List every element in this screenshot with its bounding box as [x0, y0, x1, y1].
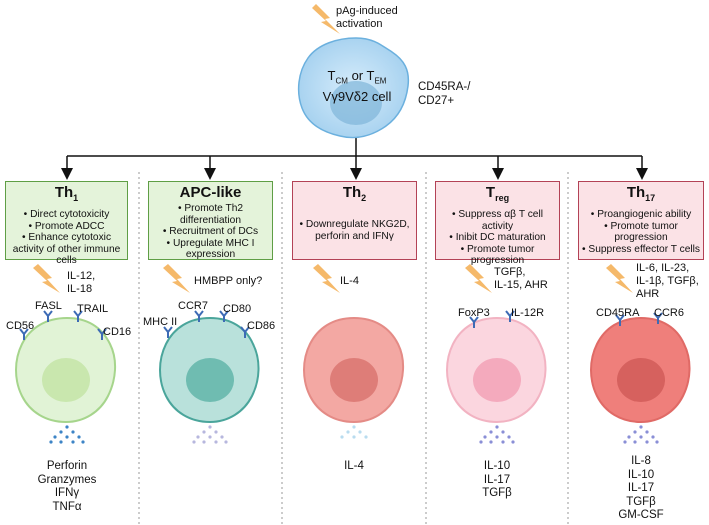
th17-cytokines: IL-6, IL-23,IL-1β, TGFβ,AHR	[636, 262, 699, 300]
branch-arrows	[61, 137, 648, 180]
receptor-label-cd45ra: CD45RA	[596, 307, 640, 319]
list-item: Direct cytotoxicity	[9, 209, 124, 221]
th1-cytokines: IL-12,IL-18	[67, 270, 96, 295]
receptor-icon	[240, 326, 250, 338]
apc-functions: Promote Th2 differentiation Recruitment …	[149, 203, 272, 261]
th17-box: Th17 Proangiogenic ability Promote tumor…	[578, 181, 704, 260]
list-item: Promote ADCC	[9, 221, 124, 233]
treg-secretion-dots	[479, 425, 515, 444]
treg-title: Treg	[485, 184, 510, 203]
list-item: Inibit DC maturation	[439, 232, 556, 244]
th2-outputs: IL-4	[344, 460, 364, 472]
receptor-label-cd56: CD56	[6, 320, 35, 332]
treg-lightning-icon	[465, 264, 492, 293]
th2-cytokines: IL-4	[340, 275, 359, 287]
th1-title: Th1	[54, 184, 79, 203]
th17-title: Th17	[626, 184, 656, 203]
list-item: Suppress effector T cells	[582, 244, 700, 256]
apc-cell	[159, 316, 260, 424]
th2-functions: Downregulate NKG2D, perforin and IFNγ	[293, 219, 416, 242]
top-cell-markers: CD45RA-/ CD27+	[418, 81, 471, 107]
th2-title: Th2	[342, 184, 367, 203]
th2-secretion-dots	[340, 425, 368, 439]
top-cell	[297, 37, 410, 139]
treg-cell	[446, 316, 547, 424]
receptor-icon	[505, 310, 515, 322]
list-item: Promote tumor progression	[582, 221, 700, 244]
th1-cell	[15, 316, 116, 424]
receptor-label-cd16: CD16	[103, 326, 132, 338]
treg-box: Treg Suppress αβ T cell activity Inibit …	[435, 181, 560, 266]
receptor-label-foxp3: FoxP3	[458, 307, 490, 319]
receptor-label-il12r: IL-12R	[511, 307, 545, 319]
list-item: Suppress αβ T cell activity	[439, 209, 556, 232]
treg-cytokines: TGFβ,IL-15, AHR	[494, 266, 548, 291]
receptor-icon	[163, 326, 173, 338]
th17-lightning-icon	[606, 264, 633, 293]
receptor-label-ccr7: CCR7	[178, 300, 208, 312]
top-cell-label: TCM or TEM Vγ9Vδ2 cell	[322, 68, 392, 104]
receptor-icon	[194, 310, 204, 322]
th1-box: Th1 Direct cytotoxicity Promote ADCC Enh…	[5, 181, 128, 266]
list-item: Promote Th2 differentiation	[152, 203, 269, 226]
receptor-icon	[219, 310, 229, 322]
receptor-label-cd80: CD80	[223, 303, 252, 315]
list-item: Recruitment of DCs	[152, 226, 269, 238]
activation-label: pAg-induced activation	[336, 5, 398, 30]
apc-title: APC-like	[179, 184, 242, 201]
list-item: Enhance cytotoxic activity of other immu…	[9, 232, 124, 267]
receptor-icon	[19, 328, 29, 340]
receptor-label-mhcii: MHC II	[143, 316, 178, 328]
apc-box: APC-like Promote Th2 differentiation Rec…	[148, 181, 273, 260]
apc-lightning-icon	[163, 264, 190, 293]
column-dividers	[138, 172, 569, 525]
receptor-icon	[653, 312, 663, 324]
th17-functions: Proangiogenic ability Promote tumor prog…	[579, 209, 703, 255]
receptor-icon	[469, 316, 479, 328]
th2-box: Th2 Downregulate NKG2D, perforin and IFN…	[292, 181, 417, 260]
receptor-label-ccr6: CCR6	[654, 307, 684, 319]
receptor-icon	[615, 314, 625, 326]
receptor-label-trail: TRAIL	[77, 303, 109, 315]
apc-cytokines: HMBPP only?	[194, 275, 263, 287]
treg-functions: Suppress αβ T cell activity Inibit DC ma…	[436, 209, 559, 267]
th2-cell	[303, 316, 404, 424]
list-item: Promote tumor progression	[439, 244, 556, 267]
th1-secretion-dots	[49, 425, 85, 444]
apc-secretion-dots	[192, 425, 228, 444]
th1-functions: Direct cytotoxicity Promote ADCC Enhance…	[6, 209, 127, 267]
receptor-icon	[43, 310, 53, 322]
activation-lightning-icon	[312, 4, 340, 34]
list-item: Upregulate MHC I expression	[152, 238, 269, 261]
receptor-label-cd86: CD86	[247, 320, 276, 332]
receptor-icon	[73, 310, 83, 322]
receptor-label-fasl: FASL	[35, 300, 62, 312]
th17-cell	[590, 316, 691, 424]
receptor-icon	[97, 328, 107, 340]
th2-lightning-icon	[313, 264, 340, 293]
list-item: Proangiogenic ability	[582, 209, 700, 221]
th17-secretion-dots	[623, 425, 659, 444]
list-item: Downregulate NKG2D, perforin and IFNγ	[296, 219, 413, 242]
th1-lightning-icon	[33, 264, 60, 293]
